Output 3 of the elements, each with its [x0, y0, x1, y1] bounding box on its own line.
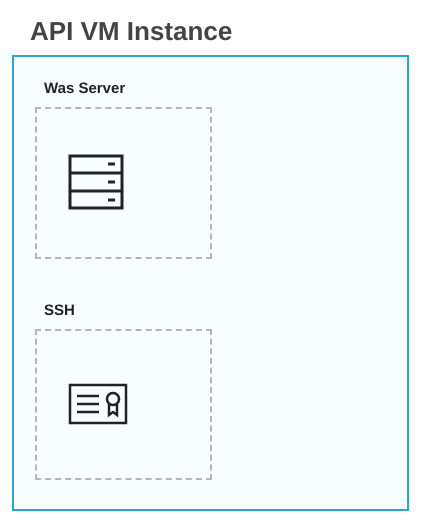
group-title: API VM Instance: [30, 16, 232, 47]
group-heading: SSH: [44, 302, 75, 319]
group-heading: Was Server: [44, 80, 126, 97]
